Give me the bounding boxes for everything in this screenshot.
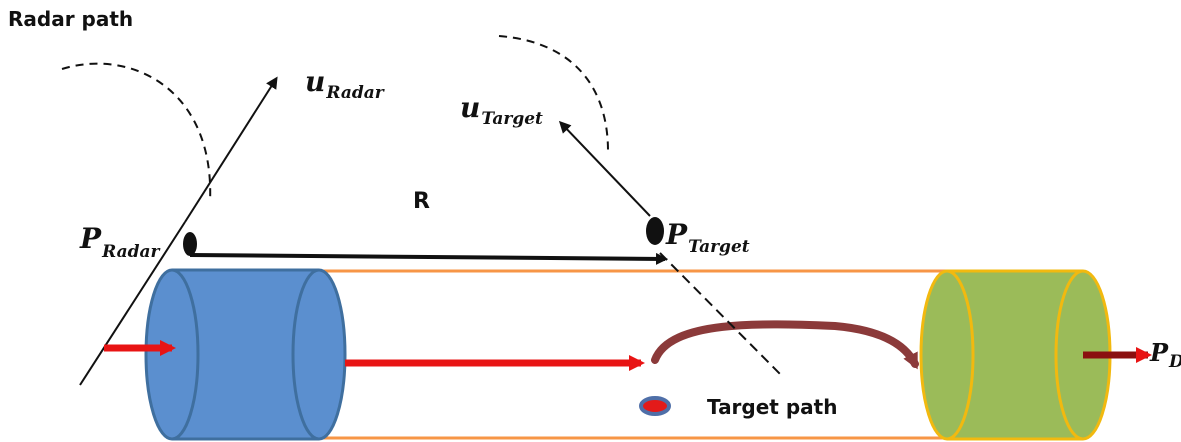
target-dashed-curve — [498, 35, 609, 152]
curved-brown-arrow — [651, 320, 919, 370]
target-path-label: Target path — [707, 395, 837, 419]
p-d-label: PD — [1149, 338, 1181, 372]
u-target-label: uTarget — [460, 91, 543, 129]
left-cylinder — [144, 268, 347, 441]
radar-position-marker — [183, 232, 197, 256]
radar-path-label: Radar path — [8, 7, 133, 31]
radar-path-line — [79, 221, 186, 386]
target-path-line — [659, 252, 783, 377]
p-target-label: PTarget — [665, 218, 750, 257]
target-position-marker — [646, 217, 664, 245]
u-radar-label: uRadar — [305, 65, 385, 103]
right-cylinder — [919, 269, 1112, 441]
radar-dashed-curve — [61, 62, 212, 203]
range-arrow — [189, 252, 668, 265]
u-target-arrow — [558, 120, 651, 217]
u-radar-arrow — [184, 76, 278, 223]
p-radar-label: PRadar — [79, 222, 160, 262]
target-path-marker — [639, 396, 671, 416]
range-label: R — [413, 189, 430, 214]
